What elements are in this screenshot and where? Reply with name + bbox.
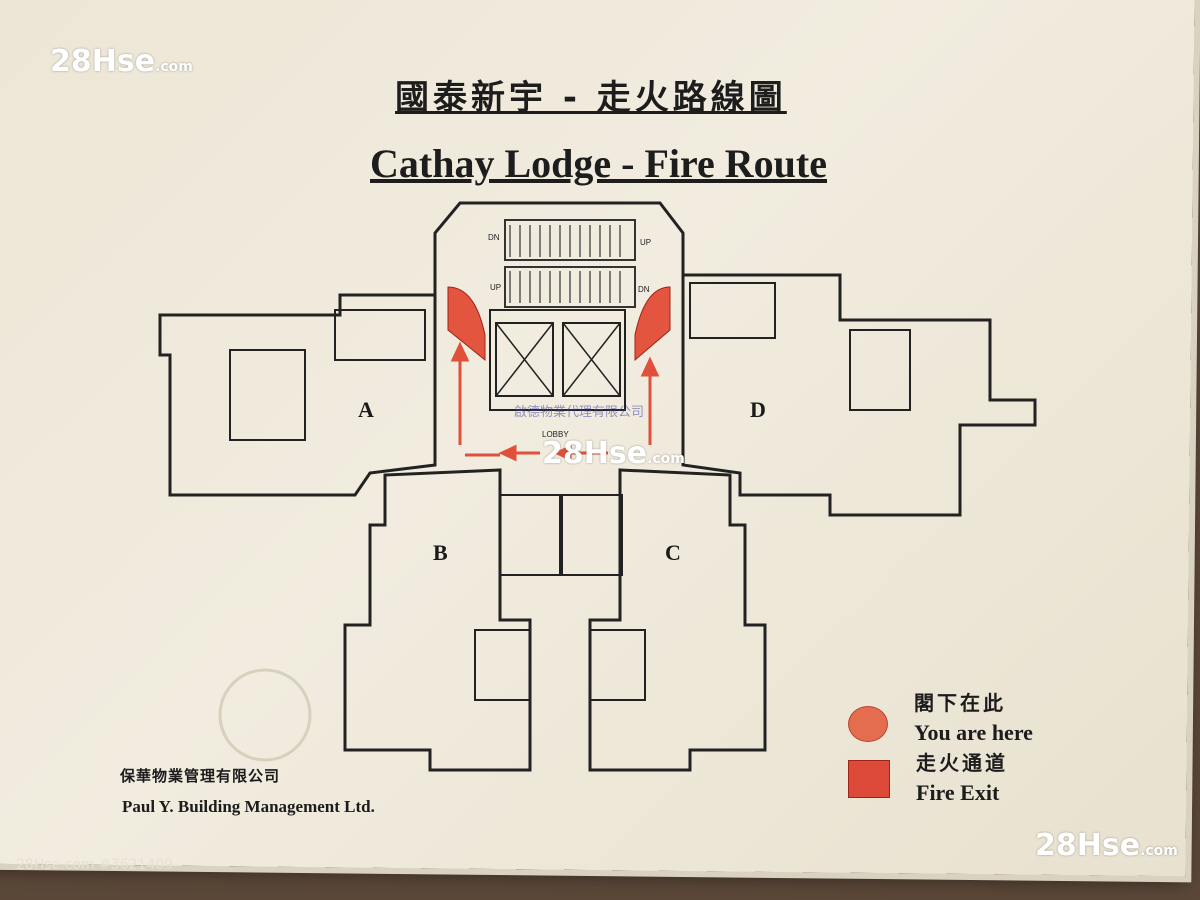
watermark-listing-id: 28Hse.com #3621409 — [16, 857, 174, 873]
unit-b-outline — [343, 468, 532, 772]
unit-d-outline — [681, 273, 1037, 517]
watermark-logo: 28Hse.com — [1035, 828, 1178, 863]
watermark-logo: 28Hse.com — [542, 436, 685, 471]
unit-label-b: B — [433, 540, 448, 565]
core-outline — [433, 201, 685, 465]
unit-c-outline — [588, 468, 767, 772]
watermark-agent: 啟德物業代理有限公司 — [514, 405, 645, 420]
you-are-here-swatch — [848, 706, 888, 742]
stair-mark: UP — [640, 238, 651, 247]
management-company-chinese: 保華物業管理有限公司 — [120, 767, 281, 785]
unit-label-c: C — [665, 540, 681, 565]
fire-exit-door — [634, 286, 671, 362]
management-company-english: Paul Y. Building Management Ltd. — [122, 797, 375, 816]
you-are-here-chinese: 閣下在此 — [914, 691, 1006, 715]
stair-mark: DN — [488, 233, 500, 242]
fire-exit-chinese: 走火通道 — [916, 751, 1008, 775]
title-chinese: 國泰新宇 - 走火路線圖 — [395, 78, 787, 118]
stair-mark: DN — [638, 285, 650, 294]
unit-label-d: D — [750, 397, 766, 422]
fire-exit-door — [447, 286, 486, 362]
stair-mark: UP — [490, 283, 501, 292]
legend-fire-exit: 走火通道 Fire Exit — [848, 748, 1033, 808]
you-are-here-english: You are here — [914, 720, 1033, 745]
lobby-label: LOBBY — [542, 430, 569, 439]
title-english: Cathay Lodge - Fire Route — [370, 141, 827, 186]
legend-you-are-here: 閣下在此 You are here — [848, 688, 1033, 748]
floor-plan: DN UP UP DN LOBBY A D B C — [158, 201, 1037, 772]
unit-label-a: A — [358, 397, 374, 422]
legend: 閣下在此 You are here 走火通道 Fire Exit — [848, 688, 1033, 808]
fire-exit-swatch — [848, 760, 890, 798]
faint-stamp — [218, 668, 312, 762]
watermark-logo: 28Hse.com — [50, 44, 193, 79]
unit-a-outline — [158, 293, 437, 497]
fire-exit-english: Fire Exit — [916, 780, 1000, 805]
